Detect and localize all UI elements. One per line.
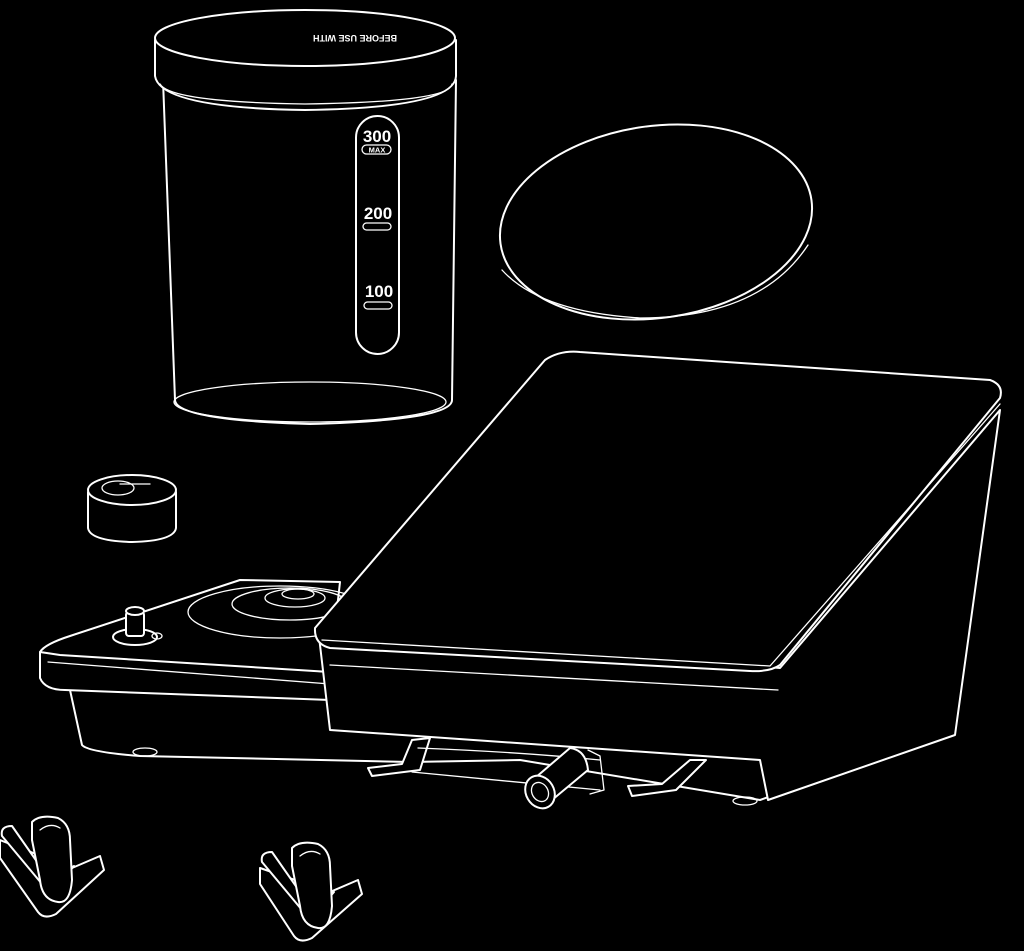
top-plate xyxy=(313,350,1002,801)
jar-mark-100: 100 xyxy=(365,282,393,301)
jar-lid: BEFORE USE WITH xyxy=(154,9,457,111)
jar-mark-200: 200 xyxy=(364,204,392,223)
jar-mark-max: MAX xyxy=(369,146,386,155)
knob-cap xyxy=(87,474,177,543)
jar-lid-text: BEFORE USE WITH xyxy=(313,33,397,43)
jar-mark-300: 300 xyxy=(363,127,391,146)
outlet-pipe xyxy=(524,747,605,810)
measurement-window: 300 MAX 200 100 xyxy=(355,115,400,355)
connector-port xyxy=(112,606,163,646)
measuring-jar: BEFORE USE WITH 300 MAX 200 100 xyxy=(154,9,457,425)
clamp-right xyxy=(259,841,363,942)
clamp-left xyxy=(0,815,105,918)
filter-disc xyxy=(498,123,814,321)
